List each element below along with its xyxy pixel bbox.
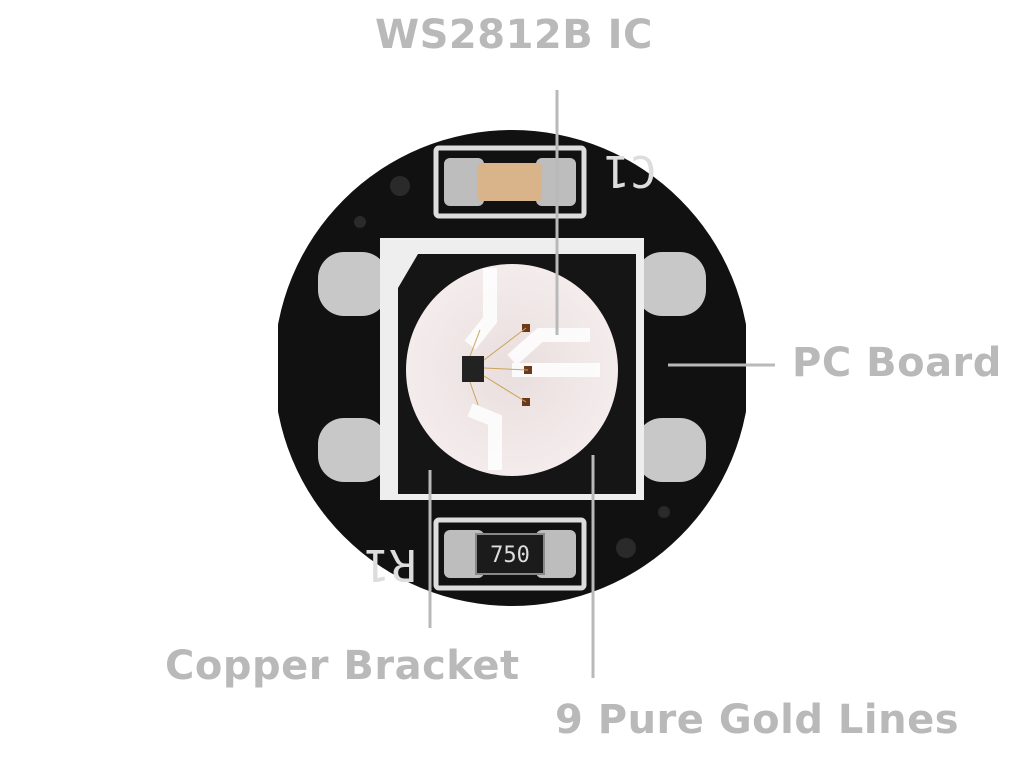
silkscreen-c1: C1 [604,145,657,196]
solder-pads [318,252,706,482]
label-copper-bracket: Copper Bracket [165,643,520,689]
gold-wires [469,327,529,406]
resistor-outline [433,517,587,591]
silkscreen-r1: R1 [364,539,417,590]
label-gold-lines: 9 Pure Gold Lines [555,697,960,743]
ws2812b-ic-chip [462,356,484,382]
resistor-code: 750 [490,543,530,568]
label-ws2812b-ic: WS2812B IC [375,12,653,58]
resistor [475,533,545,575]
label-pc-board: PC Board [792,340,1002,386]
leader-lines [428,90,775,678]
mount-hole [616,538,636,558]
capacitor [478,163,542,201]
mount-hole [390,176,410,196]
capacitor-outline [433,145,587,219]
